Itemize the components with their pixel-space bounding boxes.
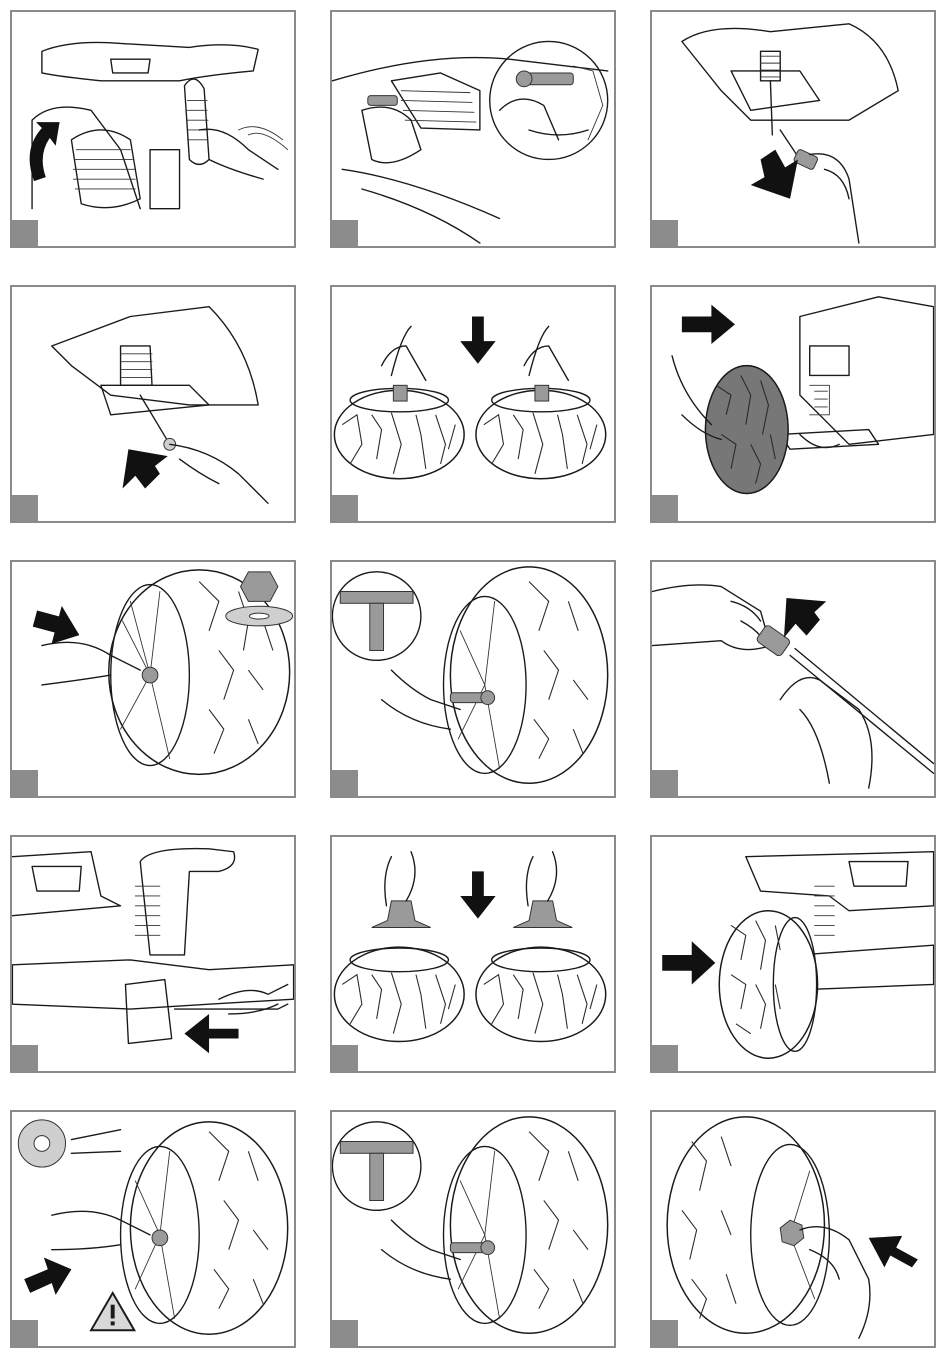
step-number-box: [332, 770, 358, 796]
step-number-box: [332, 1045, 358, 1071]
arrow-down-icon: [460, 871, 495, 918]
step-number-box: [652, 495, 678, 521]
step-panel-9: [650, 560, 936, 798]
arrow-right-icon: [682, 305, 735, 344]
step-number-box: [652, 1045, 678, 1071]
curved-arrow-icon: [30, 122, 60, 181]
step-number-box: [332, 1320, 358, 1346]
warning-triangle-icon: [91, 1293, 134, 1330]
illustration-washer-nut: [12, 562, 294, 796]
step-panel-14: [330, 1110, 616, 1348]
arrow-left-icon: [869, 1236, 918, 1267]
illustration-remove-axle-pin: [652, 12, 934, 246]
step-panel-8: [330, 560, 616, 798]
illustration-fit-wheel: [652, 287, 934, 521]
arrow-up-right-icon: [123, 449, 168, 488]
step-panel-10: [10, 835, 296, 1073]
illustration-remove-seat-bellows: [12, 12, 294, 246]
step-panel-15: [650, 1110, 936, 1348]
illustration-tap-axle: [332, 562, 614, 796]
step-panel-2: [330, 10, 616, 248]
step-panel-6: [650, 285, 936, 523]
arrow-down-left-icon: [751, 150, 798, 199]
step-panel-5: [330, 285, 616, 523]
arrow-down-icon: [460, 316, 495, 363]
step-number-box: [12, 495, 38, 521]
step-panel-4: [10, 285, 296, 523]
step-number-box: [652, 770, 678, 796]
step-number-box: [652, 1320, 678, 1346]
step-panel-3: [650, 10, 936, 248]
step-number-box: [12, 220, 38, 246]
illustration-insert-bushings: [332, 287, 614, 521]
illustration-insert-axle-pin: [12, 287, 294, 521]
step-panel-12: [650, 835, 936, 1073]
illustration-cap-rod: [652, 562, 934, 796]
arrow-up-right-icon: [781, 595, 829, 638]
step-number-box: [652, 220, 678, 246]
illustration-tap-rear-axle: [332, 1112, 614, 1346]
arrow-right-icon: [662, 941, 715, 984]
step-number-box: [332, 495, 358, 521]
step-number-box: [12, 1320, 38, 1346]
illustration-rear-washer-nut: [12, 1112, 294, 1346]
step-number-box: [12, 1045, 38, 1071]
arrow-left-icon: [184, 1014, 238, 1053]
arrow-right-icon: [24, 1258, 71, 1295]
step-number-box: [12, 770, 38, 796]
step-panel-1: [10, 10, 296, 248]
step-panel-11: [330, 835, 616, 1073]
illustration-insert-hubcaps: [332, 837, 614, 1071]
step-panel-13: [10, 1110, 296, 1348]
step-panel-7: [10, 560, 296, 798]
step-number-box: [332, 220, 358, 246]
illustration-fit-hubcap: [652, 1112, 934, 1346]
illustration-pull-pin: [332, 12, 614, 246]
illustration-fit-rear-wheel: [652, 837, 934, 1071]
illustration-insert-rod-rear: [12, 837, 294, 1071]
